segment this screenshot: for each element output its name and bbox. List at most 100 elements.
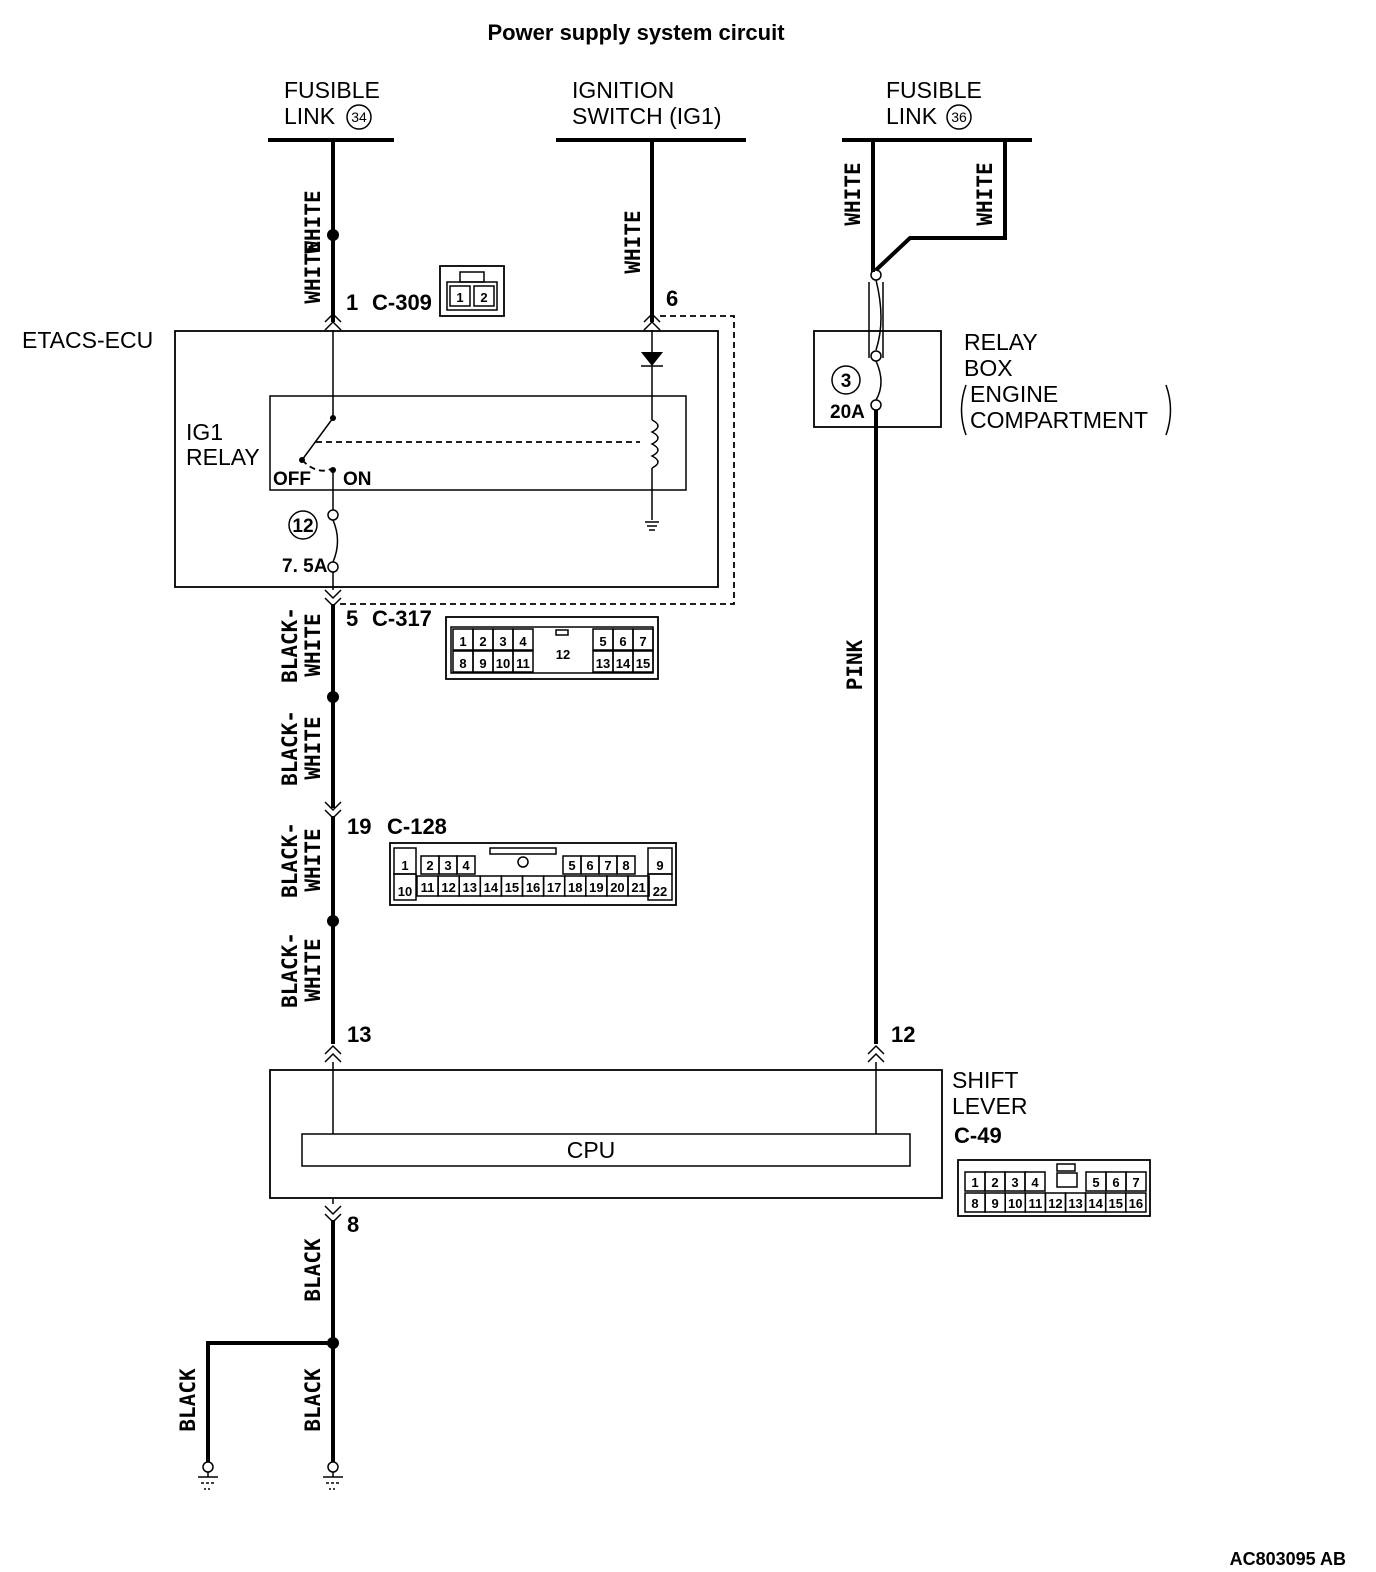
c128-cell-21: 21	[631, 880, 645, 895]
c128-cell-19: 19	[589, 880, 603, 895]
c49-name: C-49	[954, 1123, 1002, 1148]
shift-lever-line2: LEVER	[952, 1093, 1027, 1119]
c49-cell-11: 11	[1028, 1196, 1042, 1211]
relay-coil-icon	[650, 419, 659, 469]
wire-color-bw2-b: WHITE	[301, 716, 325, 779]
c309-name: C-309	[372, 290, 432, 315]
wire-left-main: WHITE WHITE	[301, 140, 342, 331]
fusible-link-36-line1: FUSIBLE	[886, 77, 982, 103]
c49-cell-13: 13	[1068, 1196, 1082, 1211]
c317-cell-1: 1	[459, 634, 466, 649]
c317-cell-4-box	[512, 628, 534, 651]
wire-color-white-r1: WHITE	[841, 162, 865, 225]
c49-cell-9: 9	[992, 1196, 999, 1211]
c128-cell-10: 10	[398, 884, 412, 899]
c317-cell-11-box	[512, 650, 534, 673]
c128-cell-4-box	[456, 855, 476, 875]
c309-cell-1: 1	[456, 290, 463, 305]
wire-color-white-ig: WHITE	[621, 210, 645, 273]
fuse-3-element	[875, 360, 882, 401]
wire-ignition: WHITE 6	[621, 140, 678, 331]
ground-icon-left	[198, 1461, 218, 1490]
c49-cell-16: 16	[1129, 1196, 1143, 1211]
diode-icon	[641, 352, 663, 366]
c128-cell-10-box	[393, 873, 417, 901]
c49-cell-7-box	[1125, 1171, 1147, 1192]
fusible-link-34-line1: FUSIBLE	[284, 77, 380, 103]
c49-cell-6: 6	[1112, 1175, 1119, 1190]
c49-cell-16-box	[1125, 1192, 1147, 1213]
c128-cell-8: 8	[622, 858, 629, 873]
c317-cell-7-box	[632, 628, 654, 651]
c309-cell-2: 2	[480, 290, 487, 305]
fuse-3-number: 3	[841, 371, 852, 392]
c128-cell-16: 16	[526, 880, 540, 895]
c128-cell-3: 3	[444, 858, 451, 873]
wire-color-pink: PINK	[843, 639, 867, 690]
fuse-12-element	[332, 519, 339, 563]
c317-cell-8: 8	[459, 656, 466, 671]
c49-cell-4: 4	[1031, 1175, 1039, 1190]
c128-name: C-128	[387, 814, 447, 839]
c317-cell-13: 13	[596, 656, 610, 671]
shift-pin-8: 8	[347, 1212, 359, 1237]
c128-cell-4: 4	[462, 858, 470, 873]
c317-cell-11: 11	[516, 656, 530, 671]
fuse-12-number: 12	[292, 516, 313, 537]
wire-right: WHITE WHITE	[841, 140, 1007, 358]
c317-cell-12: 12	[556, 647, 570, 662]
ground-icon-right	[323, 1461, 343, 1490]
fusible-link-34-line2: LINK	[284, 103, 336, 129]
c317-cell-15: 15	[636, 656, 650, 671]
ground-icon-internal	[645, 521, 659, 531]
relay-on-label: ON	[343, 469, 372, 490]
fusible-link-36-circle	[946, 104, 972, 130]
connector-mark	[324, 312, 342, 331]
c49-cell-7: 7	[1132, 1175, 1139, 1190]
etacs-ecu: ETACS-ECU IG1 RELAY OFF ON 12 7. 5A	[22, 315, 735, 605]
cpu-block	[301, 1133, 911, 1167]
c49-cell-15: 15	[1109, 1196, 1123, 1211]
relay-switch-arm	[301, 417, 334, 461]
c128-cell-8-box	[616, 855, 636, 875]
c128-cell-21-box	[627, 875, 650, 897]
c309-pin-number: 1	[346, 290, 358, 315]
c49-cell-1: 1	[971, 1175, 978, 1190]
c49-cell-4-box	[1024, 1171, 1046, 1192]
c128-cell-12: 12	[441, 880, 455, 895]
relay-box-line4: COMPARTMENT	[970, 407, 1148, 433]
wire-color-white-lower: WHITE	[301, 240, 325, 303]
fuse-12-rating: 7. 5A	[282, 556, 328, 577]
fusible-link-36-label: FUSIBLE LINK 36	[842, 77, 1032, 142]
relay-box-line1: RELAY	[964, 329, 1038, 355]
c317-name: C-317	[372, 606, 432, 631]
c128-housing	[389, 842, 677, 906]
c317-cell-10: 10	[496, 656, 510, 671]
wire-color-bw1-b: BLACK-	[278, 710, 302, 786]
wire-color-bw1-c: BLACK-	[278, 822, 302, 898]
wire-color-white-r2: WHITE	[973, 162, 997, 225]
c128-cell-20: 20	[610, 880, 624, 895]
c317-cell-5: 5	[599, 634, 606, 649]
c49-cell-5: 5	[1092, 1175, 1099, 1190]
ig1-relay-line1: IG1	[186, 419, 223, 445]
c128-pin-number: 19	[347, 814, 371, 839]
ig1-relay-housing	[269, 395, 687, 491]
etacs-ecu-housing	[174, 330, 719, 588]
fusible-link-34-number: 34	[351, 109, 367, 125]
c317-cell-9: 9	[479, 656, 486, 671]
ignition-switch-label: IGNITION SWITCH (IG1)	[556, 77, 746, 142]
shift-pin-13: 13	[347, 1022, 371, 1047]
c317-housing	[445, 616, 659, 680]
c128-cell-11: 11	[421, 880, 435, 895]
cpu-label: CPU	[567, 1137, 616, 1163]
fusible-link-36-number: 36	[951, 109, 967, 125]
figure-code: AC803095 AB	[1230, 1549, 1346, 1569]
wire-color-bw1-a: BLACK-	[278, 607, 302, 683]
fuse-3-circle	[831, 365, 861, 395]
diagram-title: Power supply system circuit	[487, 20, 785, 45]
wire-color-bw2-a: WHITE	[301, 613, 325, 676]
c128-cell-22-box	[647, 873, 673, 901]
